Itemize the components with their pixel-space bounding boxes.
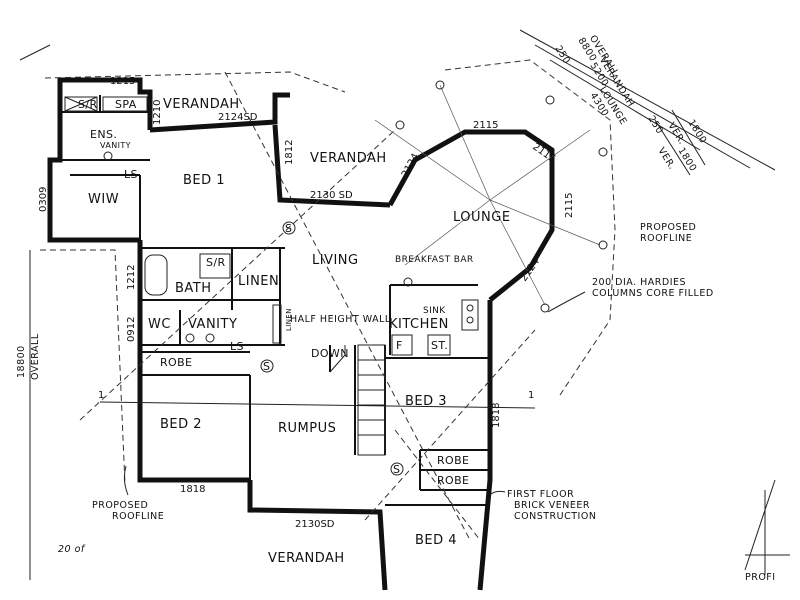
- handwritten-note: 20 of: [58, 544, 86, 555]
- fixture-label-ls-wc: LS: [230, 340, 244, 353]
- dimension-label: 2130 SD: [310, 190, 353, 201]
- roofline: [40, 59, 616, 541]
- note-proposed-roofline-right: PROPOSED: [640, 222, 696, 233]
- room-label-rumpus: RUMPUS: [278, 421, 336, 436]
- room-label-robe-left: ROBE: [160, 356, 192, 369]
- overall-dimension-lines: [19, 29, 790, 580]
- dimension-label: 2124: [400, 152, 422, 180]
- stair-label-down: DOWN: [311, 347, 349, 360]
- smoke-detector-icon: [260, 359, 274, 373]
- room-label-linen: LINEN: [238, 274, 279, 289]
- dimension-label: 2130SD: [295, 519, 335, 530]
- note-first-floor: CONSTRUCTION: [514, 511, 596, 522]
- note-columns: 200 DIA. HARDIES: [592, 277, 686, 288]
- leader-line: [489, 490, 506, 496]
- fixture-label-shower-bath: S/R: [206, 256, 226, 269]
- dimension-label: 0912: [126, 317, 137, 342]
- exterior-walls: [47, 77, 555, 591]
- room-label-robe-r1: ROBE: [437, 454, 469, 467]
- room-label-bed3: BED 3: [405, 394, 447, 409]
- smoke-detector-label: S: [263, 360, 270, 373]
- room-label-wc: WC: [148, 317, 171, 332]
- room-label-bed4: BED 4: [415, 533, 457, 548]
- dimension-label: 1212: [126, 265, 137, 290]
- room-label-wiw: WIW: [88, 192, 119, 207]
- staircase: [329, 344, 386, 456]
- overall-dimension-value: 1800: [675, 146, 698, 174]
- section-marker: 1: [528, 390, 534, 401]
- leader-line: [123, 465, 129, 496]
- dimension-label: 1812: [284, 140, 295, 165]
- room-label-vanity: VANITY: [188, 317, 237, 332]
- smoke-detector-icon: [282, 221, 296, 235]
- smoke-detector-label: S: [285, 222, 292, 235]
- dimension-label: 1215: [110, 76, 135, 87]
- overall-dimension-value: 250: [645, 114, 665, 136]
- room-label-verandah-mid: VERANDAH: [310, 151, 387, 166]
- dimension-label: 1818: [180, 484, 205, 495]
- fixtures: [64, 96, 479, 356]
- room-label-verandah-top: VERANDAH: [163, 97, 240, 112]
- room-label-bed1: BED 1: [183, 173, 225, 188]
- dimension-label: 2115: [473, 120, 498, 131]
- room-label-spa: SPA: [115, 98, 137, 111]
- fixture-label-ls-ens: LS: [124, 168, 138, 181]
- room-label-linen-small: LINEN: [285, 308, 293, 331]
- leader-line: [547, 291, 586, 313]
- fixture-label-fridge: F: [396, 339, 403, 352]
- note-columns: COLUMNS CORE FILLED: [592, 288, 714, 299]
- dimension-label: 2124SD: [218, 112, 258, 123]
- dimension-label: 1818: [491, 403, 502, 428]
- dimension-label: 0309: [38, 187, 49, 212]
- note-profile: PROFI: [745, 572, 776, 583]
- note-proposed-roofline-left: PROPOSED: [92, 500, 148, 511]
- room-label-bed2: BED 2: [160, 417, 202, 432]
- smoke-detector-icon: [390, 462, 404, 476]
- room-label-verandah-bottom: VERANDAH: [268, 551, 345, 566]
- overall-dimension-value: 18800: [16, 345, 27, 378]
- room-label-vanity-ens: VANITY: [100, 141, 131, 150]
- room-label-robe-r2: ROBE: [437, 474, 469, 487]
- room-label-living: LIVING: [312, 253, 359, 268]
- note-first-floor: FIRST FLOOR: [507, 489, 574, 500]
- dimension-label: 2115: [564, 193, 575, 218]
- interior-walls: [60, 95, 490, 506]
- note-half-height-wall: HALF HEIGHT WALL: [290, 314, 391, 325]
- section-marker: 1: [98, 390, 104, 401]
- lounge-diagonals: [374, 80, 608, 313]
- room-label-kitchen: KITCHEN: [389, 317, 449, 332]
- note-proposed-roofline-right: ROOFLINE: [640, 233, 692, 244]
- note-proposed-roofline-left: ROOFLINE: [112, 511, 164, 522]
- smoke-detector-label: S: [393, 463, 400, 476]
- room-label-bath: BATH: [175, 281, 212, 296]
- note-first-floor: BRICK VENEER: [514, 500, 590, 511]
- overall-dimension-label: OVERALL: [30, 333, 41, 380]
- room-label-ens: ENS.: [90, 128, 117, 141]
- fixture-label-shower-ens: S/R: [78, 98, 98, 111]
- fixture-label-stove: ST.: [431, 339, 448, 352]
- fixture-label-sink: SINK: [423, 306, 446, 316]
- dimension-label: 1210: [152, 100, 163, 125]
- overall-dimension-label: VER.: [665, 121, 687, 147]
- room-label-breakfast-bar: BREAKFAST BAR: [395, 255, 474, 265]
- room-label-lounge: LOUNGE: [453, 210, 511, 225]
